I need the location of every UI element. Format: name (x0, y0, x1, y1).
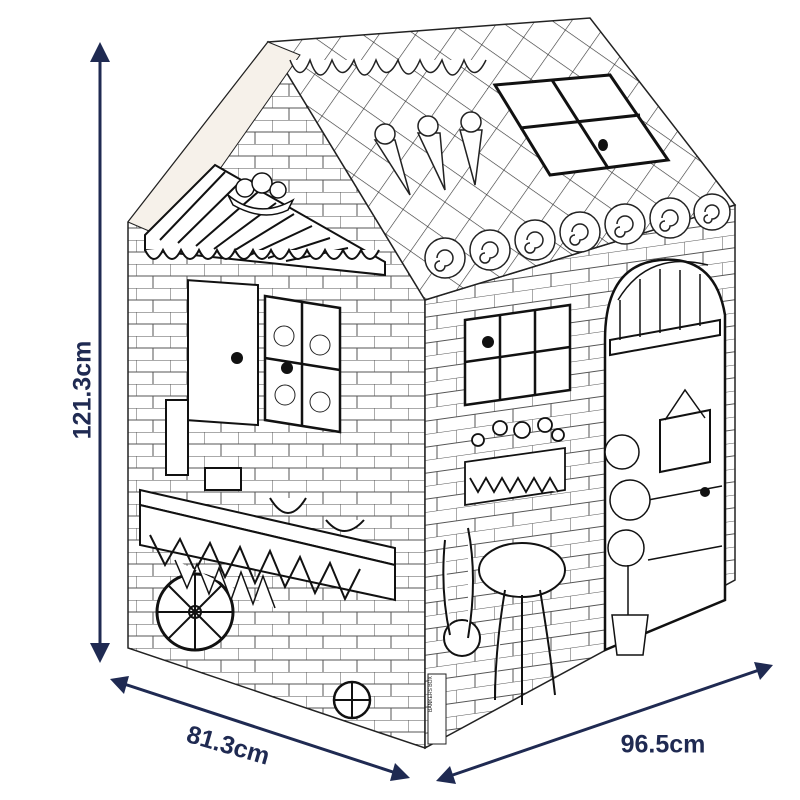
brand-stamp-box (427, 673, 447, 745)
brand-stamp-text: BANKERS BOX (428, 676, 434, 712)
height-label: 121.3cm (68, 340, 97, 440)
cake-display-window (263, 294, 342, 434)
cart (139, 399, 396, 720)
topiary-tree (604, 434, 651, 656)
width-arrow (436, 662, 773, 784)
width-label: 96.5cm (620, 730, 706, 759)
depth-arrow (110, 676, 410, 781)
left-shutter (187, 279, 259, 427)
cupcake-window (463, 303, 572, 407)
sundae-icon (227, 172, 295, 216)
cafe-table (442, 527, 566, 705)
lollipop-planter (464, 417, 566, 507)
ice-cream-cones (373, 111, 483, 196)
frosting-trim (289, 57, 487, 76)
left-awning (144, 163, 386, 277)
attic-window (492, 73, 671, 177)
bunting (174, 559, 276, 609)
height-arrow (90, 42, 110, 663)
swirl-candies (424, 193, 731, 279)
